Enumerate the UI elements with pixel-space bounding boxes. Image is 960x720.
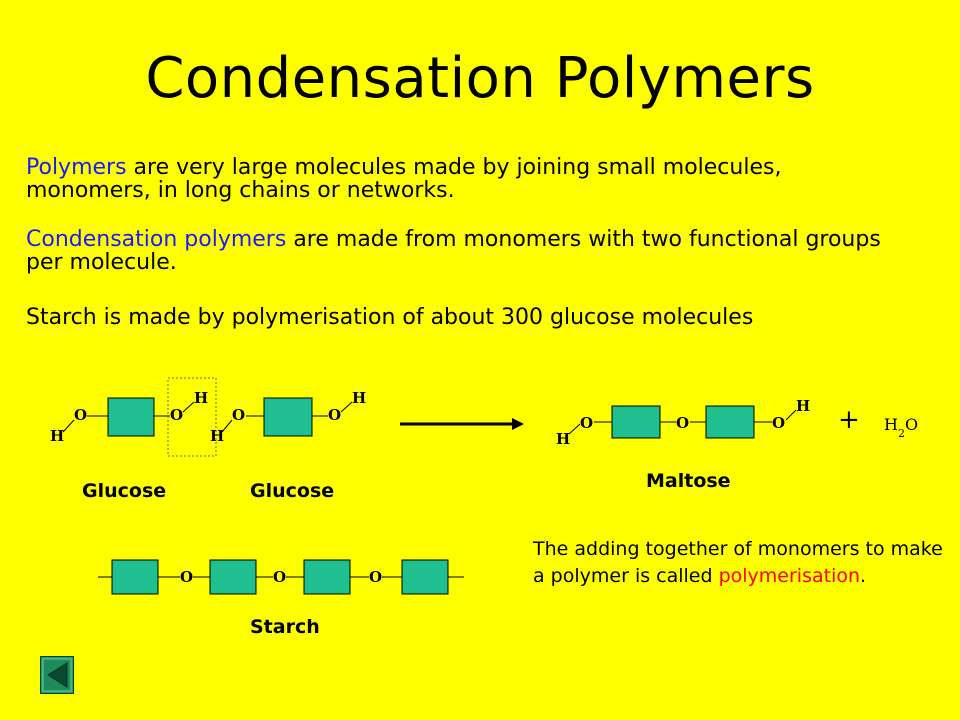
eliminated-water-box bbox=[167, 377, 217, 457]
back-button[interactable] bbox=[40, 656, 74, 694]
glucose-ring-2 bbox=[263, 397, 313, 437]
glucose-molecule-1: H O O H bbox=[50, 389, 208, 445]
starch-ring bbox=[111, 559, 159, 595]
glucose-ring-1 bbox=[107, 397, 155, 437]
atom-o: O bbox=[170, 406, 183, 424]
paragraph-starch: Starch is made by polymerisation of abou… bbox=[26, 305, 754, 330]
term-polymerisation: polymerisation bbox=[718, 565, 861, 587]
atom-h: H bbox=[352, 389, 366, 407]
term-polymers: Polymers bbox=[26, 155, 127, 180]
atom-h: H bbox=[796, 397, 810, 415]
atom-o: O bbox=[232, 406, 245, 424]
slide-title: Condensation Polymers bbox=[145, 46, 815, 111]
atom-h: H bbox=[50, 427, 64, 445]
atom-o: O bbox=[676, 414, 689, 432]
starch-ring bbox=[401, 559, 449, 595]
atom-o: O bbox=[74, 406, 87, 424]
term-condensation-polymers: Condensation polymers bbox=[26, 227, 287, 252]
polymerisation-note: The adding together of monomers to make … bbox=[533, 536, 943, 590]
note-text: The adding together of monomers to make … bbox=[533, 538, 943, 587]
atom-h: H bbox=[194, 389, 208, 407]
maltose-ring-2 bbox=[705, 405, 755, 439]
water-formula: H2O bbox=[884, 415, 918, 440]
maltose-molecule: H O O O H bbox=[556, 397, 810, 448]
atom-o: O bbox=[328, 406, 341, 424]
atom-o: O bbox=[369, 568, 382, 586]
starch-ring bbox=[209, 559, 257, 595]
note-end: . bbox=[860, 565, 867, 587]
atom-o: O bbox=[580, 414, 593, 432]
paragraph-polymers: Polymers are very large molecules made b… bbox=[26, 156, 906, 202]
plus-sign: + bbox=[838, 405, 860, 435]
label-glucose-2: Glucose bbox=[250, 480, 335, 502]
back-triangle-icon bbox=[40, 656, 74, 694]
label-maltose: Maltose bbox=[646, 470, 731, 492]
starch-ring bbox=[303, 559, 351, 595]
atom-o: O bbox=[180, 568, 193, 586]
atom-o: O bbox=[772, 414, 785, 432]
starch-chain: O O O bbox=[98, 559, 464, 595]
polymers-definition: are very large molecules made by joining… bbox=[26, 155, 782, 203]
paragraph-condensation: Condensation polymers are made from mono… bbox=[26, 228, 906, 274]
glucose-molecule-2: H O O H bbox=[210, 389, 366, 445]
label-starch: Starch bbox=[250, 616, 320, 638]
atom-h: H bbox=[210, 427, 224, 445]
atom-h: H bbox=[556, 430, 570, 448]
reaction-arrow-icon bbox=[400, 418, 524, 430]
maltose-ring-1 bbox=[611, 405, 661, 439]
atom-o: O bbox=[273, 568, 286, 586]
condensation-definition: are made from monomers with two function… bbox=[26, 227, 881, 275]
label-glucose-1: Glucose bbox=[82, 480, 167, 502]
